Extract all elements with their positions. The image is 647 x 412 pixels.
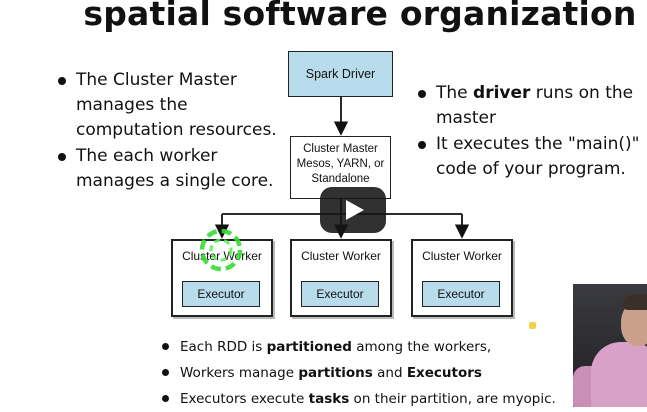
cluster-worker-box: Cluster Worker Executor: [171, 239, 273, 317]
master-line: Standalone: [311, 173, 370, 185]
spark-driver-box: Spark Driver: [288, 51, 393, 97]
executor-box: Executor: [182, 281, 260, 307]
list-item: It executes the "main()" code of your pr…: [416, 132, 646, 182]
left-bullet-list: The Cluster Master manages the computati…: [56, 68, 296, 195]
list-item: Workers manage partitions and Executors: [160, 360, 580, 386]
slide-title: spatial software organization: [83, 0, 637, 33]
executor-box: Executor: [301, 281, 379, 307]
click-indicator-icon: [199, 228, 243, 272]
worker-label: Cluster Worker: [301, 249, 381, 263]
executor-box: Executor: [422, 281, 500, 307]
list-item: The driver runs on the master: [416, 81, 646, 131]
list-item: Executors execute tasks on their partiti…: [160, 386, 580, 412]
cluster-worker-box: Cluster Worker Executor: [290, 239, 392, 317]
worker-label: Cluster Worker: [422, 249, 502, 263]
list-item: The Cluster Master manages the computati…: [56, 68, 296, 143]
list-item: Each RDD is partitioned among the worker…: [160, 334, 580, 360]
pointer-dot: [529, 322, 536, 329]
list-item: The each worker manages a single core.: [56, 144, 296, 194]
presenter-video-thumbnail[interactable]: [573, 284, 647, 407]
cluster-worker-box: Cluster Worker Executor: [411, 239, 513, 317]
presenter-hair: [623, 294, 647, 310]
play-icon[interactable]: [320, 187, 386, 233]
presenter-body: [591, 342, 647, 407]
bottom-bullet-list: Each RDD is partitioned among the worker…: [160, 334, 580, 412]
right-bullet-list: The driver runs on the master It execute…: [416, 81, 646, 183]
master-line: Cluster Master: [303, 143, 378, 155]
master-line: Mesos, YARN, or: [296, 158, 385, 170]
